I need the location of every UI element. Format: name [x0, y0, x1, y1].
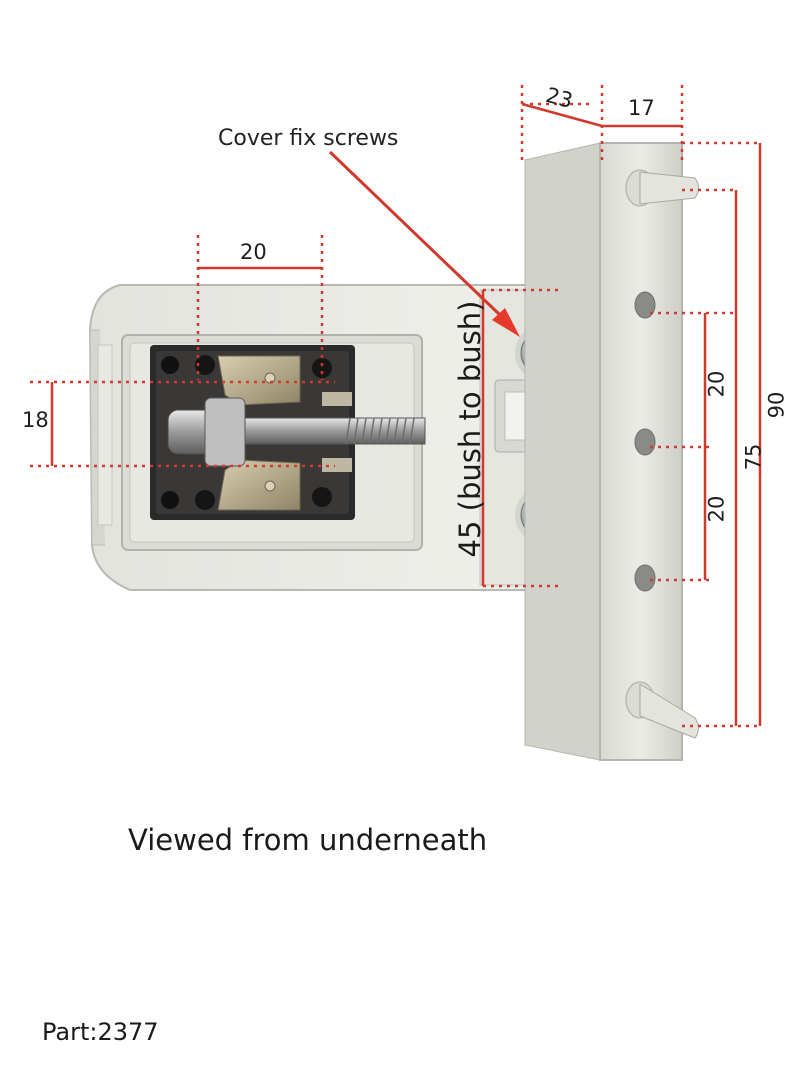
part-number-label: Part:2377	[42, 1018, 159, 1046]
dimension-lines	[30, 85, 762, 728]
dim-bracket-spacing: 20	[240, 240, 267, 264]
callout-label: Cover fix screws	[218, 126, 399, 151]
locating-pin-top	[625, 169, 699, 207]
dim-pin-span: 75	[741, 443, 766, 471]
fixing-hole-3	[634, 564, 656, 592]
dim-bracket-height: 18	[22, 408, 49, 432]
dim-bush-to-bush: 45 (bush to bush)	[453, 300, 487, 558]
dim-top-width: 17	[628, 96, 655, 120]
dim-hole-spacing-lower: 20	[704, 495, 729, 523]
locating-pin-bottom	[625, 681, 699, 739]
callout-arrow	[328, 150, 520, 337]
dim-overall-height: 90	[764, 391, 789, 419]
view-caption: Viewed from underneath	[128, 823, 488, 857]
frame-leaf	[524, 142, 699, 761]
dim-hole-spacing-upper: 20	[704, 370, 729, 398]
mechanism-plate	[150, 345, 355, 520]
fixing-hole-1	[634, 291, 656, 319]
fixing-hole-2	[634, 428, 656, 456]
adjustment-bolt	[167, 397, 426, 467]
